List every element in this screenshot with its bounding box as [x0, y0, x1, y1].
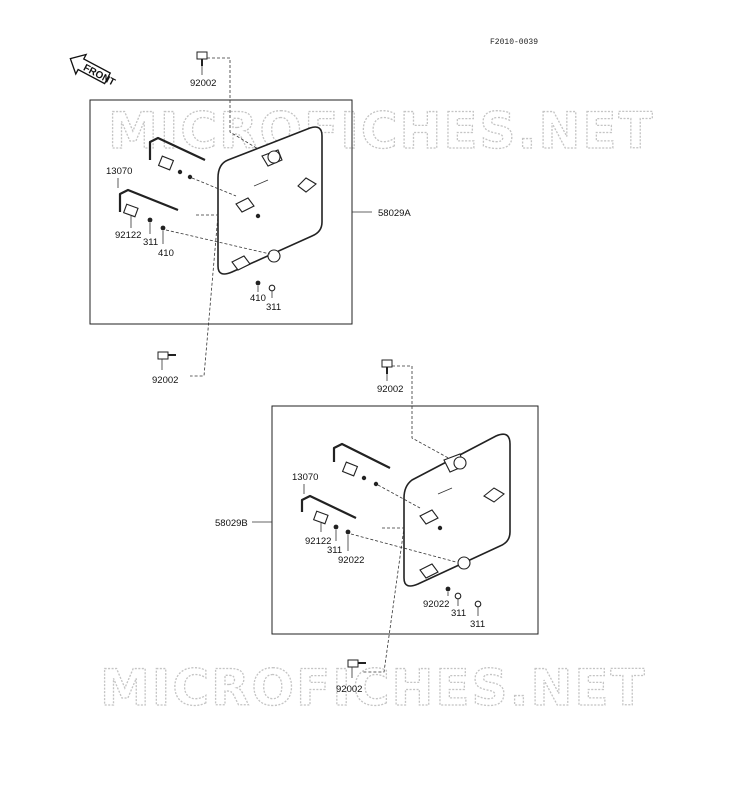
spring-wire-upper [332, 442, 391, 469]
hook-icon [483, 487, 505, 503]
grommet-icon [457, 556, 471, 570]
washer-icon [454, 592, 462, 600]
washer-icon [333, 524, 339, 530]
label-washer-a: 311 [143, 237, 158, 248]
collar-lower [122, 203, 139, 218]
label-collar: 92122 [115, 230, 141, 241]
label-bolt-top: 92002 [377, 384, 403, 395]
figure-id: F2010-0039 [490, 38, 538, 47]
front-arrow-icon: FRONT [69, 53, 117, 88]
assembly-frame [271, 405, 539, 635]
spring-wire-lower [118, 188, 179, 212]
carrier-plate [217, 126, 323, 275]
collar-lower [312, 510, 329, 525]
grommet-icon [267, 150, 281, 164]
collar-upper [341, 461, 359, 477]
assembly-58029a: 58029A 92002 13070 92122 311 [89, 51, 411, 386]
nut-icon [345, 529, 351, 535]
label-washer-b: 311 [451, 608, 466, 619]
assembly-label: 58029B [215, 518, 248, 529]
hook-icon [231, 255, 251, 271]
bolt-icon [196, 51, 208, 66]
carrier-plate [403, 433, 511, 587]
bolt-icon [347, 659, 366, 668]
label-spring: 13070 [292, 472, 318, 483]
label-spring: 13070 [106, 166, 132, 177]
label-bolt-top: 92002 [190, 78, 216, 89]
grommet-icon [267, 249, 281, 263]
spring-wire-lower [300, 494, 357, 519]
assembly-label: 58029A [378, 208, 411, 219]
label-washer-a: 311 [327, 545, 342, 556]
label-nut-b: 410 [250, 293, 266, 304]
spring-wire-upper [148, 136, 206, 161]
assembly-58029b: 58029B 92002 13070 92122 311 [215, 359, 539, 695]
hook-icon [297, 177, 317, 193]
nut-icon [160, 225, 166, 231]
label-bolt-bottom: 92002 [336, 684, 362, 695]
washer-icon [268, 284, 276, 292]
nut-icon [437, 525, 443, 531]
label-nut-b: 92022 [423, 599, 449, 610]
washer-icon [361, 475, 367, 481]
nut-icon [255, 213, 261, 219]
label-bolt-bottom: 92002 [152, 375, 178, 386]
label-collar: 92122 [305, 536, 331, 547]
label-nut-a: 92022 [338, 555, 364, 566]
bolt-icon [157, 351, 176, 360]
label-washer-c: 311 [470, 619, 485, 630]
bolt-icon [381, 359, 393, 374]
hook-icon [419, 563, 439, 579]
grommet-icon [453, 456, 467, 470]
washer-icon [474, 600, 482, 608]
washer-icon [177, 169, 183, 175]
watermark-top: MICROFICHES.NET [108, 102, 655, 160]
washer-icon [147, 217, 153, 223]
washer-icon [373, 481, 379, 487]
collar-upper [157, 155, 175, 171]
nut-icon [255, 280, 261, 286]
nut-icon [445, 586, 451, 592]
watermark-bottom: MICROFICHES.NET [100, 659, 647, 717]
label-nut-a: 410 [158, 248, 174, 259]
washer-icon [187, 174, 193, 180]
hook-icon [419, 509, 439, 525]
hook-icon [235, 197, 255, 213]
label-washer-b: 311 [266, 302, 281, 313]
